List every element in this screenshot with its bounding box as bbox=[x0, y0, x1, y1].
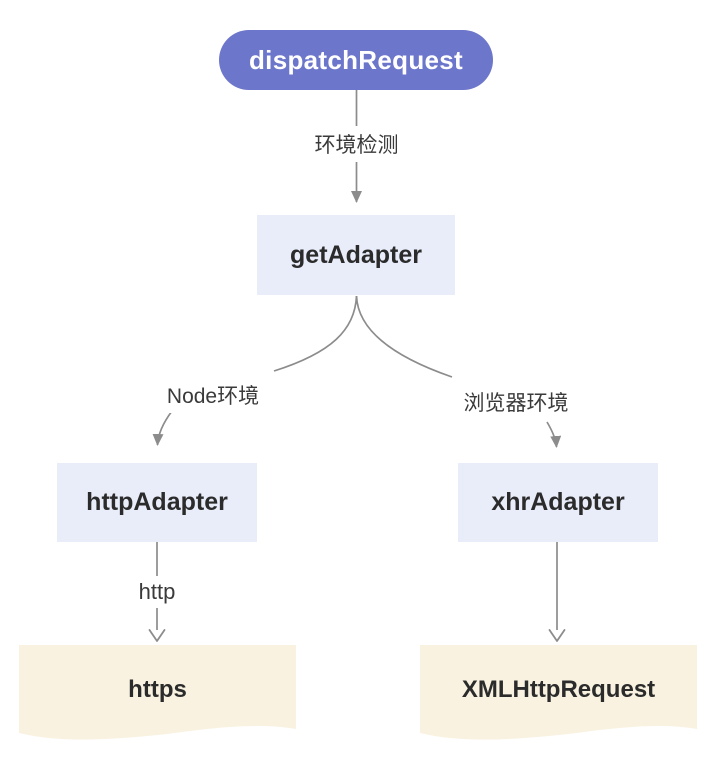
edge-fork-right-curve bbox=[355, 295, 453, 378]
edge-label-node-env: Node环境 bbox=[158, 377, 268, 413]
edge-node-env-arrow bbox=[152, 410, 173, 446]
edge-http-arrowhead bbox=[148, 629, 166, 642]
node-https-label: https bbox=[128, 675, 187, 703]
node-xhr-adapter: xhrAdapter bbox=[458, 463, 658, 542]
node-dispatch-request-label: dispatchRequest bbox=[249, 44, 463, 75]
node-xhr-adapter-label: xhrAdapter bbox=[491, 488, 625, 516]
node-get-adapter-label: getAdapter bbox=[290, 240, 422, 269]
edge-label-browser-env: 浏览器环境 bbox=[455, 384, 577, 420]
edge-fork-left-curve bbox=[273, 295, 358, 372]
node-http-adapter-label: httpAdapter bbox=[86, 488, 228, 516]
edge-label-env-check: 环境检测 bbox=[306, 126, 407, 162]
node-https: https bbox=[19, 645, 296, 742]
edge-label-http: http bbox=[130, 576, 184, 608]
node-xml-http-request: XMLHttpRequest bbox=[420, 645, 697, 742]
node-http-adapter: httpAdapter bbox=[57, 463, 257, 542]
node-xml-http-request-label: XMLHttpRequest bbox=[461, 675, 656, 703]
document-shape bbox=[420, 645, 697, 740]
document-shape bbox=[19, 645, 296, 740]
node-get-adapter: getAdapter bbox=[257, 215, 455, 295]
edge-xhr-arrowhead bbox=[548, 629, 566, 642]
edge-browser-env-arrow bbox=[546, 421, 562, 448]
node-dispatch-request: dispatchRequest bbox=[219, 30, 493, 90]
